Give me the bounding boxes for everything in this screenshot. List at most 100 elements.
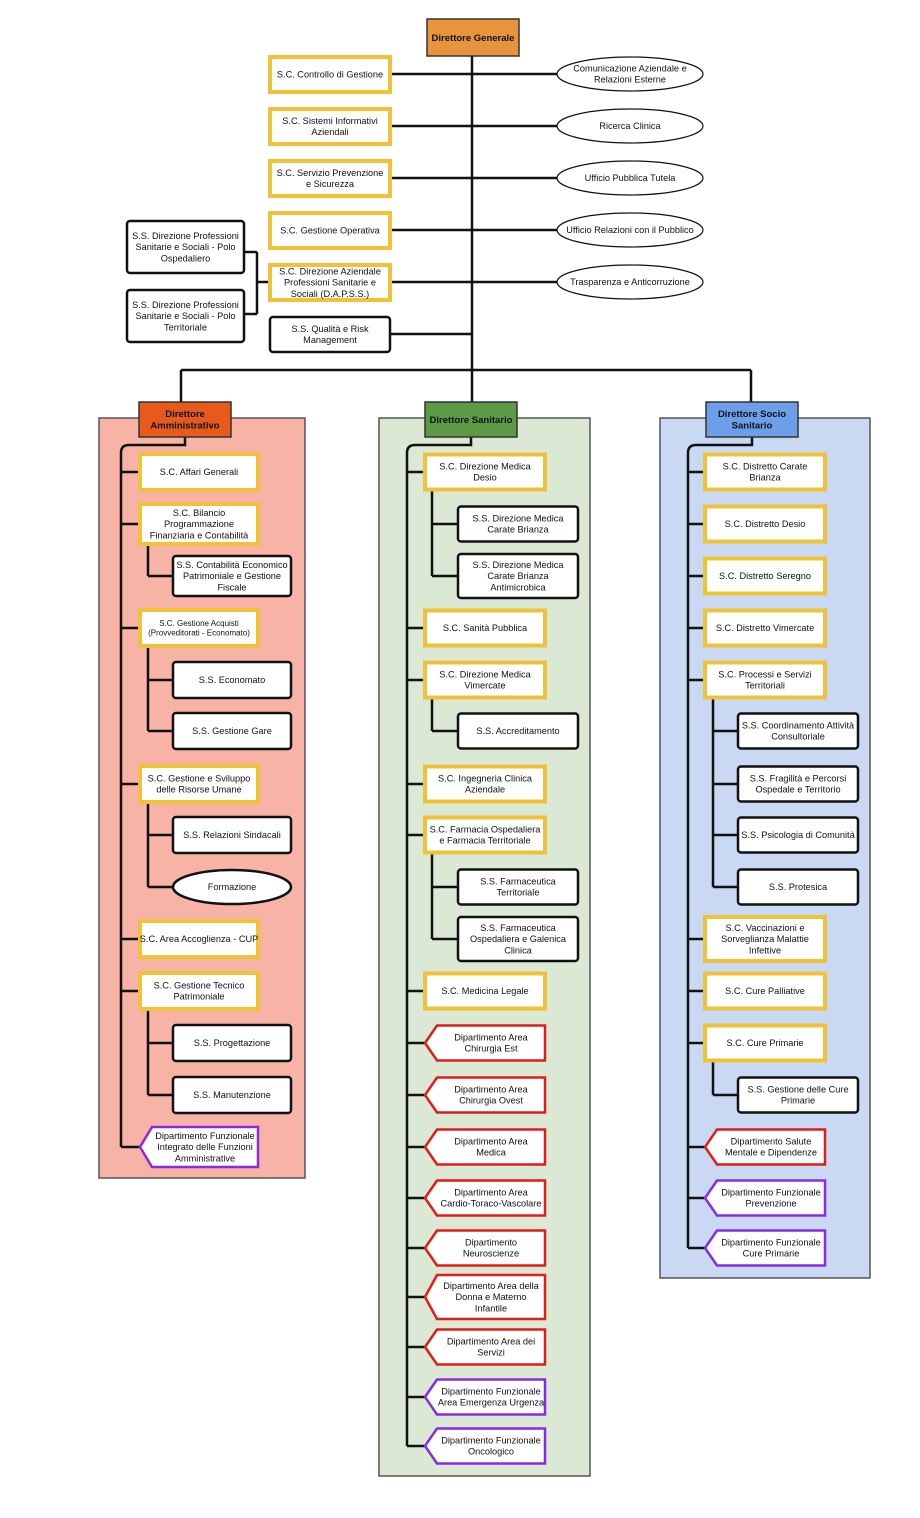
admin-s-s-manutenzione[interactable]: S.S. Manutenzione: [171, 1075, 293, 1115]
admin-s-c-gestione-acquisti-provveditorati-eco[interactable]: S.C. Gestione Acquisti(Provveditorati - …: [138, 608, 260, 648]
socio-s-c-distretto-seregno-label: S.C. Distretto Seregno: [719, 571, 811, 581]
admin-s-s-relazioni-sindacali[interactable]: S.S. Relazioni Sindacali: [171, 815, 293, 855]
socio-s-c-distretto-desio-label: S.C. Distretto Desio: [725, 519, 806, 529]
socio-s-c-cure-palliative-label: S.C. Cure Palliative: [725, 986, 805, 996]
admin-s-c-gestione-acquisti-provveditorati-eco-label: S.C. Gestione Acquisti(Provveditorati - …: [148, 619, 250, 638]
staff-ufficio-pubblica-tutela[interactable]: Ufficio Pubblica Tutela: [556, 160, 704, 196]
top-unit-s-c-controllo-di-gestione[interactable]: S.C. Controllo di Gestione: [268, 55, 392, 94]
staff-ufficio-relazioni-con-il-pubblico-label: Ufficio Relazioni con il Pubblico: [566, 225, 694, 235]
staff-ricerca-clinica[interactable]: Ricerca Clinica: [556, 108, 704, 144]
director-generale-label: Direttore Generale: [432, 33, 515, 44]
socio-s-s-protesica[interactable]: S.S. Protesica: [736, 868, 860, 906]
admin-s-c-area-accoglienza-cup[interactable]: S.C. Area Accoglienza - CUP: [138, 919, 260, 959]
socio-s-c-cure-primarie[interactable]: S.C. Cure Primarie: [703, 1023, 827, 1063]
admin-s-c-affari-generali[interactable]: S.C. Affari Generali: [138, 452, 260, 492]
staff-trasparenza-e-anticorruzione-label: Trasparenza e Anticorruzione: [570, 277, 690, 287]
socio-s-c-distretto-desio[interactable]: S.C. Distretto Desio: [703, 504, 827, 544]
socio-s-c-distretto-seregno[interactable]: S.C. Distretto Seregno: [703, 556, 827, 596]
director-generale[interactable]: Direttore Generale: [426, 18, 520, 57]
socio-s-c-cure-palliative[interactable]: S.C. Cure Palliative: [703, 971, 827, 1011]
admin-s-s-economato[interactable]: S.S. Economato: [171, 660, 293, 700]
sanitario-s-c-medicina-legale[interactable]: S.C. Medicina Legale: [423, 971, 547, 1011]
staff-ufficio-relazioni-con-il-pubblico[interactable]: Ufficio Relazioni con il Pubblico: [556, 212, 704, 248]
sanitario-s-c-sanit-pubblica[interactable]: S.C. Sanità Pubblica: [423, 608, 547, 648]
sanitario-s-s-accreditamento-label: S.S. Accreditamento: [476, 726, 559, 736]
admin-s-c-affari-generali-label: S.C. Affari Generali: [160, 467, 238, 477]
sanitario-s-s-accreditamento[interactable]: S.S. Accreditamento: [456, 712, 580, 750]
socio-s-s-psicologia-di-comunit[interactable]: S.S. Psicologia di Comunità: [736, 816, 860, 854]
staff-trasparenza-e-anticorruzione[interactable]: Trasparenza e Anticorruzione: [556, 264, 704, 300]
top-unit-s-c-gestione-operativa[interactable]: S.C. Gestione Operativa: [268, 211, 392, 250]
socio-s-c-distretto-vimercate[interactable]: S.C. Distretto Vimercate: [703, 608, 827, 648]
sanitario-director[interactable]: Direttore Sanitario: [424, 401, 518, 438]
admin-formazione[interactable]: Formazione: [171, 868, 293, 906]
admin-s-s-progettazione[interactable]: S.S. Progettazione: [171, 1023, 293, 1063]
admin-s-s-gestione-gare[interactable]: S.S. Gestione Gare: [171, 711, 293, 751]
socio-s-c-cure-primarie-label: S.C. Cure Primarie: [726, 1038, 803, 1048]
admin-s-s-progettazione-label: S.S. Progettazione: [194, 1038, 271, 1048]
